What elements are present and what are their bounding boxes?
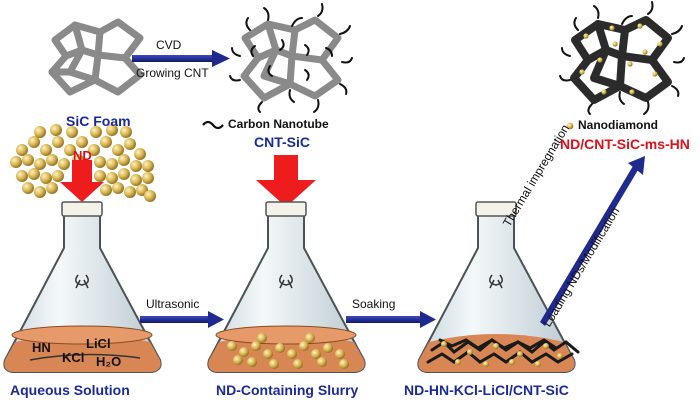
nd-slurry-label: ND-Containing Slurry — [216, 382, 359, 398]
carbon-nanotube-legend-icon — [202, 120, 224, 130]
cnt-sic-foam-icon — [229, 3, 353, 113]
sic-foam-label: SiC Foam — [66, 113, 131, 129]
nd-label: ND — [73, 148, 92, 163]
soaking-label: Soaking — [352, 297, 396, 311]
cvd-arrow — [132, 50, 230, 67]
thermal-impregnation-arrow — [540, 156, 645, 326]
ultrasonic-arrow — [140, 311, 224, 328]
nd-cnt-sic-ms-hn-label: ND/CNT-SiC-ms-HN — [560, 136, 690, 152]
flask-product — [417, 201, 580, 373]
aqueous-solution-label: Aqueous Solution — [10, 382, 130, 398]
soaking-arrow — [346, 311, 436, 328]
hn-label: HN — [32, 340, 51, 355]
kcl-label: KCl — [62, 350, 85, 365]
cvd-label: CVD — [156, 38, 182, 52]
sic-foam-icon — [48, 18, 144, 96]
flask-slurry — [207, 201, 366, 373]
nanodiamond-cluster — [10, 124, 156, 202]
ultrasonic-label: Ultrasonic — [146, 297, 200, 311]
nanodiamond-label: Nanodiamond — [578, 118, 658, 132]
cnt-sic-addition-arrow — [256, 155, 316, 207]
growing-cnt-label: Growing CNT — [136, 66, 209, 80]
nd-addition-arrow — [60, 160, 104, 202]
licl-label: LiCl — [86, 336, 111, 351]
nd-cnt-sic-foam-icon — [559, 1, 685, 115]
h2o-label: H₂O — [96, 354, 122, 369]
flask-aqueous — [3, 201, 162, 373]
carbon-nanotube-label: Carbon Nanotube — [228, 117, 329, 131]
cnt-sic-label: CNT-SiC — [254, 134, 310, 150]
nd-hn-product-label: ND-HN-KCl-LiCl/CNT-SiC — [404, 382, 569, 398]
nanodiamond-legend-icon — [566, 122, 574, 130]
